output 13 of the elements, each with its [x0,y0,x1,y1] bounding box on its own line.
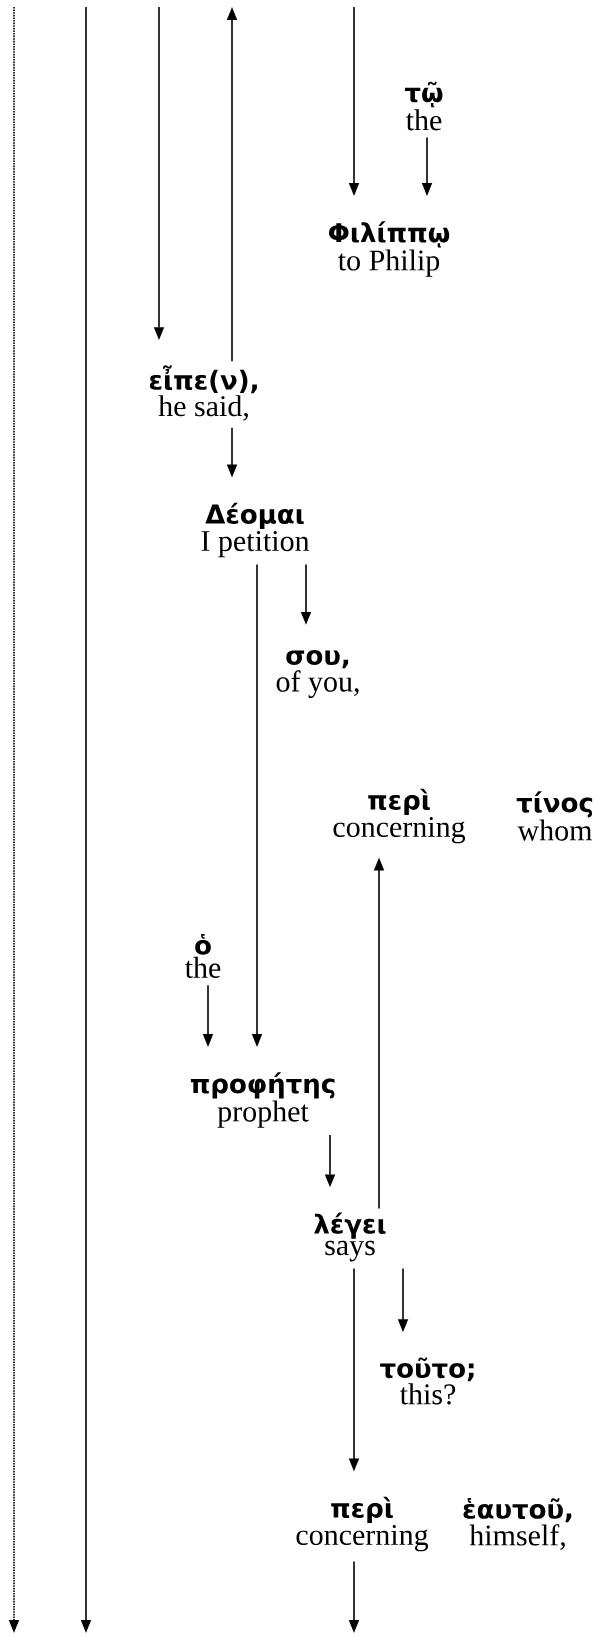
interlinear-word: περὶ concerning [296,1496,429,1552]
interlinear-word: σου, of you, [276,650,359,698]
interlinear-word: ὁ the [184,934,221,978]
interlinear-word: ἑαυτοῦ, himself, [463,1498,572,1550]
interlinear-word: τίνος whom [516,791,593,841]
interlinear-word: εἶπε(ν), he said, [149,365,257,421]
interlinear-word: τῷ the [404,81,443,131]
interlinear-word: τοῦτο; this? [380,1357,474,1405]
interlinear-word: Φιλίππῳ to Philip [329,221,450,277]
interlinear-word: προφήτης prophet [190,1072,335,1128]
interlinear-word: Δέομαι I petition [201,502,310,558]
interlinear-word: περὶ concerning [333,788,466,844]
interlinear-word: λέγει says [314,1212,386,1262]
